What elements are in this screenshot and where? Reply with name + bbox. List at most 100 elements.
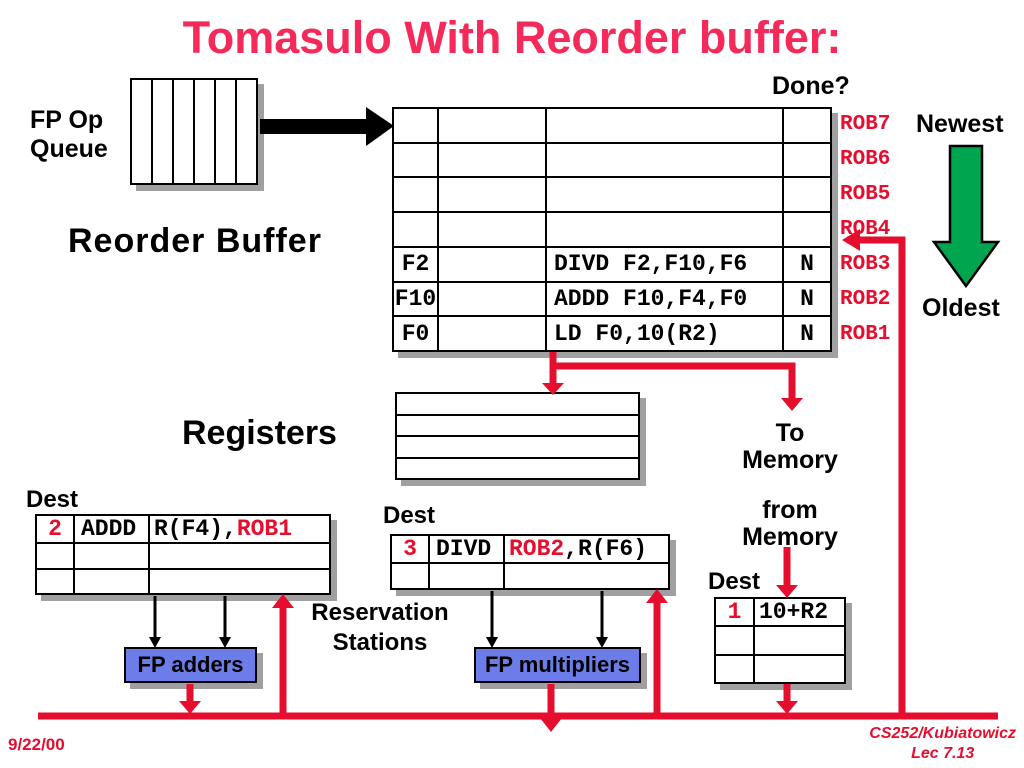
rs-operand-register: ,R(F6): [564, 536, 648, 562]
to-memory-line1: To: [775, 419, 805, 447]
adder-reservation-station-table: 2 ADDD R(F4),ROB1: [35, 514, 331, 595]
load-address-cell: 10+R2: [759, 599, 829, 626]
rs-empty-row: [392, 564, 668, 588]
registers-table: [395, 392, 640, 480]
adder-rs-to-fp-adders-arrow-right: [219, 596, 231, 648]
register-row: [397, 459, 638, 479]
load-id-cell: 1: [716, 599, 755, 626]
rob-value-cell: [439, 143, 547, 177]
rob-row: [394, 109, 830, 144]
rob-instruction-cell: [547, 109, 784, 142]
rob-done-cell: N: [800, 285, 814, 312]
rob-value-cell: [439, 247, 547, 281]
rob-row: F0 LD F0,10(R2) N: [394, 317, 830, 351]
load-buffer-table: 1 10+R2: [714, 597, 846, 684]
load-buffer-row: 1 10+R2: [716, 599, 844, 628]
newest-to-oldest-arrow: [931, 144, 1001, 289]
slide-title: Tomasulo With Reorder buffer:: [182, 12, 842, 63]
rs-op-cell: ADDD: [75, 516, 150, 542]
rob-tag-label: ROB7: [840, 113, 891, 136]
rs-id-cell: [37, 569, 75, 593]
register-row: [397, 416, 638, 437]
fp-adders-to-cdb-arrow: [179, 684, 201, 714]
rob-done-cell: [784, 144, 830, 177]
rs-operand-cell: [505, 564, 668, 588]
queue-slot: [195, 80, 216, 183]
rs-operand-cell: R(F4),ROB1: [150, 516, 329, 542]
rs-row: 2 ADDD R(F4),ROB1: [37, 516, 329, 544]
registers-label: Registers: [182, 414, 337, 452]
rob-row: [394, 143, 830, 179]
footer-course: CS252/Kubiatowicz Lec 7.13: [869, 724, 1016, 764]
rs-op-cell: DIVD: [430, 536, 505, 562]
fp-op-queue-label-line1: FP Op: [30, 106, 104, 134]
rob-instruction-cell: DIVD F2,F10,F6: [547, 247, 784, 281]
load-buffer-empty-row: [716, 627, 844, 656]
rob-row: [394, 178, 830, 214]
rob-value-cell: [439, 317, 547, 351]
rs-id-cell: [392, 564, 430, 588]
rs-operand-rob-tag: ROB2: [509, 536, 565, 562]
rob-instruction-cell: [547, 143, 784, 177]
register-row: [397, 437, 638, 459]
rs-operand-cell: ROB2,R(F6): [505, 536, 668, 562]
load-buffer-empty-row: [716, 655, 844, 682]
cdb-to-adder-rs-arrow: [272, 594, 294, 716]
multiplier-dest-label: Dest: [383, 502, 436, 529]
queue-slot: [153, 80, 174, 183]
queue-slot: [216, 80, 237, 183]
rob-done-cell: [784, 109, 830, 142]
register-row: [397, 394, 638, 416]
rs-operand-cell: [150, 570, 329, 594]
rob-value-cell: [439, 109, 547, 142]
fp-op-queue-box: [130, 78, 258, 185]
rob-dest-cell: F2: [394, 247, 439, 281]
load-address-cell: [755, 656, 844, 682]
rob-done-cell: [784, 178, 830, 211]
rs-id-cell: [37, 544, 75, 568]
rs-operand-cell: [150, 544, 329, 568]
rob-done-cell: N: [800, 320, 814, 347]
rob-entry-tags: ROB7 ROB6 ROB5 ROB4 ROB3 ROB2 ROB1: [840, 107, 890, 352]
mult-rs-to-fp-multipliers-arrow-right: [596, 591, 608, 648]
load-id-cell: [716, 655, 755, 682]
rob-row: F10 ADDD F10,F4,F0 N: [394, 282, 830, 318]
rob-row: [394, 213, 830, 248]
rob-tag-label: ROB5: [840, 183, 891, 206]
to-memory-label: To Memory: [732, 420, 848, 474]
rs-empty-row: [37, 544, 329, 570]
mult-rs-to-fp-multipliers-arrow-left: [486, 591, 498, 648]
load-buffer-dest-label: Dest: [708, 568, 761, 595]
cdb-to-mult-rs-arrow: [646, 589, 668, 716]
fp-multipliers-unit: FP multipliers: [474, 647, 641, 683]
reservation-stations-line2: Stations: [332, 629, 428, 656]
rob-dest-cell: F0: [394, 317, 439, 351]
rob-tag-label: ROB6: [840, 148, 891, 171]
rob-tag-label: ROB1: [840, 323, 891, 346]
rob-tag-label: ROB4: [840, 218, 891, 241]
rs-operand-register: R(F4),: [154, 516, 237, 542]
reservation-stations-line1: Reservation: [311, 599, 449, 626]
queue-slot: [132, 80, 153, 183]
footer-course-line1: CS252/Kubiatowicz: [869, 725, 1016, 742]
load-buffer-to-cdb-arrow: [776, 684, 798, 714]
adder-dest-label: Dest: [26, 486, 79, 513]
fp-op-queue-label-line2: Queue: [30, 135, 108, 163]
reorder-buffer-table: F2 DIVD F2,F10,F6 N F10 ADDD F10,F4,F0 N…: [392, 107, 832, 352]
reservation-stations-label: Reservation Stations: [298, 598, 462, 658]
rob-value-cell: [439, 178, 547, 212]
footer-course-line2: Lec 7.13: [911, 745, 975, 762]
rob-instruction-cell: [547, 213, 784, 246]
rs-row: 3 DIVD ROB2,R(F6): [392, 536, 668, 564]
rob-tag-label: ROB2: [840, 288, 891, 311]
rob-instruction-cell: LD F0,10(R2): [547, 317, 784, 351]
rob-done-cell: [784, 213, 830, 246]
from-memory-line1: from: [762, 496, 818, 524]
rs-op-cell: [430, 564, 505, 588]
rs-id-cell: 2: [37, 516, 75, 542]
rs-id-cell: 3: [392, 536, 430, 562]
memory-to-load-buffer-arrow: [776, 547, 798, 598]
fp-adders-unit: FP adders: [124, 647, 257, 683]
rs-op-cell: [75, 544, 150, 568]
